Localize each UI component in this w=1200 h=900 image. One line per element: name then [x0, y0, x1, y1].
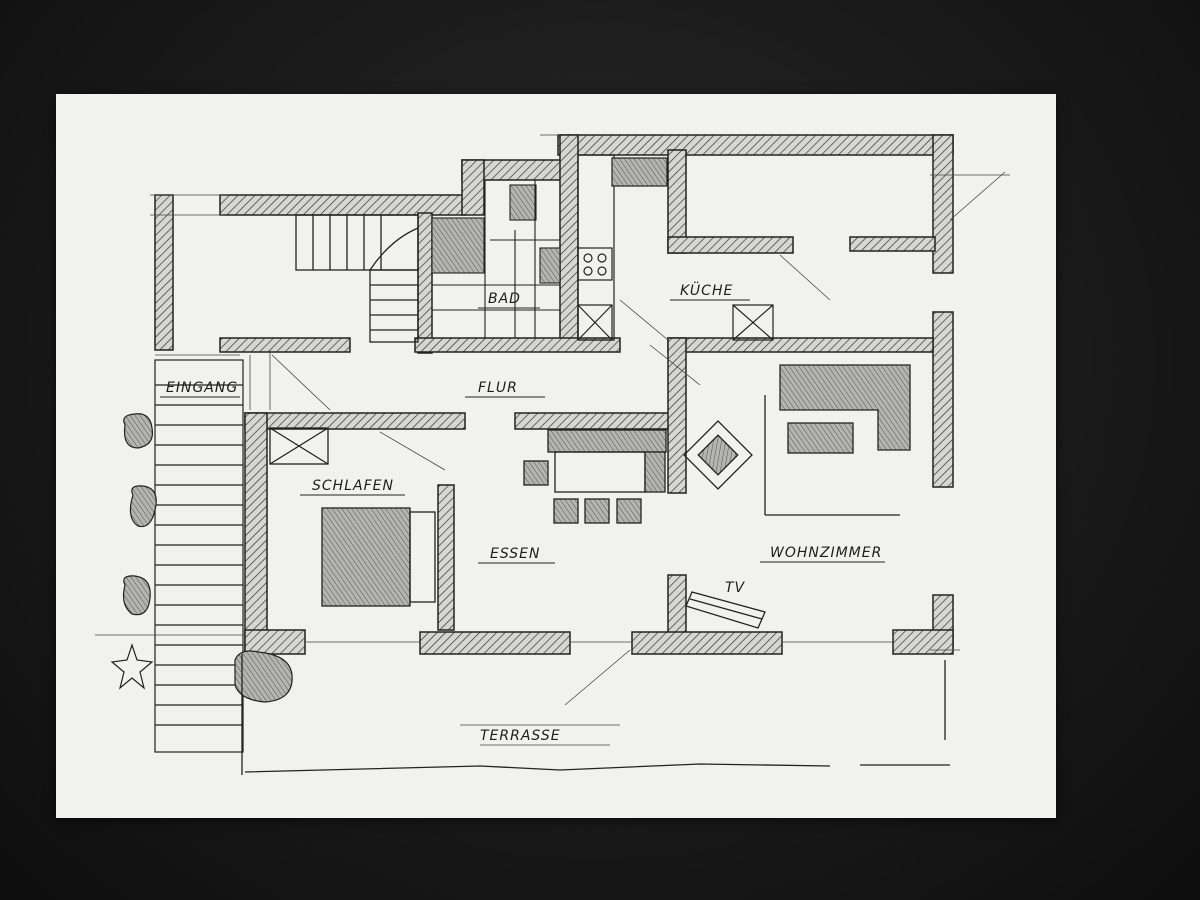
shrub-4	[234, 650, 293, 703]
wall-bottom-left	[244, 629, 306, 655]
sink	[611, 157, 668, 187]
wall-flur-north-right	[667, 337, 934, 353]
label-essen: ESSEN	[490, 546, 540, 562]
chair-bottom-1	[553, 498, 579, 524]
tv-stand	[685, 591, 766, 629]
label-flur: FLUR	[478, 380, 518, 396]
living-room	[683, 364, 911, 629]
chair-bottom-3	[616, 498, 642, 524]
wall-essen-wohn-lower	[667, 574, 687, 636]
wall-bottom-mid	[419, 631, 571, 655]
flower-star	[110, 643, 154, 690]
label-terrasse: TERRASSE	[480, 728, 561, 744]
shower	[431, 217, 485, 274]
kitchen	[577, 154, 774, 341]
shrub-1	[123, 413, 154, 449]
coffee-table	[787, 422, 854, 454]
washbasin	[539, 247, 561, 284]
wall-bottom-mid2	[631, 631, 783, 655]
wall-left-upper	[154, 194, 174, 351]
garden-plants	[110, 413, 293, 703]
label-bad: BAD	[488, 291, 521, 307]
wall-storage-bottom-right	[849, 236, 936, 252]
chair-left	[523, 460, 549, 486]
construction-lines	[95, 134, 1010, 746]
entrance-steps	[154, 359, 244, 753]
shrub-2	[129, 485, 157, 528]
wall-schlafen-essen	[437, 484, 455, 631]
stove	[577, 247, 613, 281]
wall-flur-north-mid	[414, 337, 621, 353]
wall-bath-left-top	[461, 159, 485, 216]
walls	[154, 134, 954, 655]
wall-flur-north-left	[219, 337, 351, 353]
armchair-inner	[697, 434, 739, 476]
label-schlafen: SCHLAFEN	[312, 478, 394, 494]
wardrobe	[269, 427, 329, 465]
bedroom	[269, 427, 436, 607]
armchair	[683, 420, 753, 490]
wall-top-left	[219, 194, 466, 216]
wall-right-top	[932, 134, 954, 274]
wall-flur-south-right	[514, 412, 671, 430]
toilet	[509, 184, 537, 221]
wall-storage-bottom	[667, 236, 794, 254]
dining	[523, 429, 667, 524]
chair-bottom-2	[584, 498, 610, 524]
label-kuche: KÜCHE	[680, 281, 733, 299]
room-labels: EINGANG BAD KÜCHE FLUR SCHLAFEN ESSEN WO…	[160, 281, 885, 744]
sideboard-right	[644, 451, 666, 493]
sofa	[779, 364, 911, 451]
wall-stair-bath	[417, 212, 433, 354]
label-tv: TV	[725, 580, 746, 596]
kitchen-cabinet	[732, 304, 774, 341]
sideboard	[547, 429, 667, 453]
shrub-3	[122, 575, 151, 616]
label-eingang: EINGANG	[166, 380, 238, 396]
bathroom	[431, 180, 561, 338]
fridge	[577, 304, 613, 341]
wall-right-mid	[932, 311, 954, 488]
wall-top-right	[557, 134, 954, 156]
wall-bath-kitchen	[559, 134, 579, 341]
bed	[321, 507, 411, 607]
terrace-outline	[241, 654, 950, 775]
wall-flur-south-left	[244, 412, 466, 430]
wall-bottom-right	[892, 629, 954, 655]
staircase	[295, 214, 419, 343]
wall-essen-wohn-upper	[667, 337, 687, 494]
dining-table	[554, 451, 646, 493]
label-wohnzimmer: WOHNZIMMER	[770, 545, 882, 561]
bed-side	[409, 511, 436, 603]
wall-schlafen-left	[244, 412, 268, 654]
